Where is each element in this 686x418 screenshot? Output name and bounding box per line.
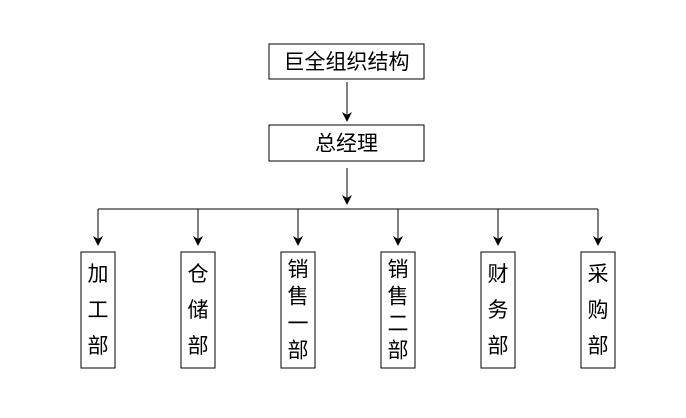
department-box <box>280 251 316 369</box>
department-label-char: 部 <box>588 334 609 358</box>
root-node: 巨全组织结构 <box>268 43 425 80</box>
root-node-box <box>268 43 425 80</box>
department-label-char: 部 <box>188 334 209 358</box>
department-label-char: 部 <box>388 339 409 363</box>
department-label-char: 采 <box>588 262 609 286</box>
department-box <box>380 251 416 369</box>
root-node-label: 巨全组织结构 <box>284 50 410 74</box>
department-box <box>580 251 616 369</box>
department-box <box>180 251 216 369</box>
department-label-char: 储 <box>188 298 209 322</box>
department-label-char: 销 <box>288 258 309 282</box>
department-label-char: 加 <box>88 262 109 286</box>
department-node: 财务部 <box>480 209 516 369</box>
department-box <box>80 251 116 369</box>
department-label-char: 财 <box>488 262 509 286</box>
department-node: 仓储部 <box>180 209 216 369</box>
manager-node-label: 总经理 <box>315 132 378 156</box>
department-node: 加工部 <box>80 209 116 369</box>
department-label-char: 售 <box>388 285 409 309</box>
department-box <box>480 251 516 369</box>
department-label-char: 部 <box>288 339 309 363</box>
department-label-char: 二 <box>388 312 409 336</box>
department-label-char: 务 <box>488 298 509 322</box>
department-label-char: 仓 <box>188 262 209 286</box>
department-label-char: 购 <box>588 298 609 322</box>
department-label-char: 销 <box>388 258 409 282</box>
manager-node: 总经理 <box>268 124 425 162</box>
department-label-char: 工 <box>88 298 109 322</box>
manager-node-box <box>268 124 425 162</box>
department-label-char: 一 <box>288 312 309 336</box>
department-label-char: 部 <box>488 334 509 358</box>
department-label-char: 部 <box>88 334 109 358</box>
department-node: 采购部 <box>580 209 616 369</box>
department-label-char: 售 <box>288 285 309 309</box>
